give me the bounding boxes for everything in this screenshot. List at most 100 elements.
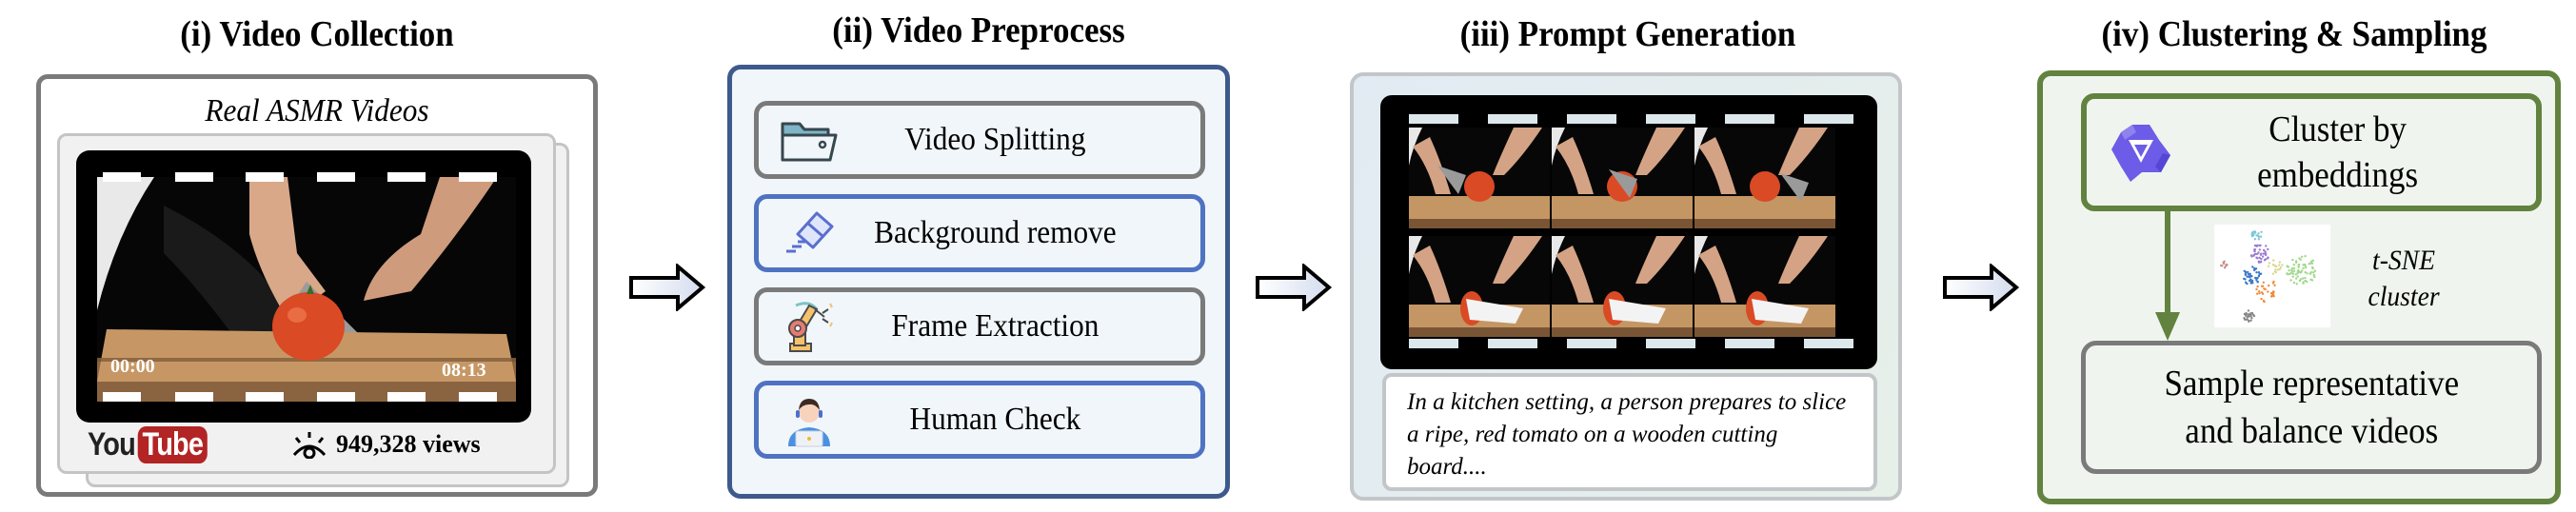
tsne-point	[2262, 299, 2266, 303]
step-video-splitting[interactable]: Video Splitting	[754, 101, 1205, 179]
tsne-point	[2220, 264, 2223, 267]
tsne-point	[2260, 257, 2263, 261]
tsne-point	[2291, 275, 2294, 278]
tsne-point	[2301, 269, 2304, 272]
tsne-point	[2311, 259, 2314, 262]
tsne-point	[2259, 235, 2263, 238]
tsne-point	[2246, 275, 2249, 278]
tsne-point	[2257, 238, 2261, 241]
cluster-label-line2: embeddings	[2257, 155, 2419, 195]
tsne-point	[2248, 279, 2251, 283]
sprocket	[1567, 114, 1616, 124]
sprocket	[1804, 114, 1853, 124]
tsne-point	[2302, 281, 2305, 284]
tsne-point	[2290, 268, 2293, 272]
tsne-point	[2289, 272, 2292, 275]
tsne-point	[2297, 263, 2301, 266]
sprocket	[175, 392, 213, 402]
tsne-point	[2267, 247, 2269, 251]
tsne-point	[2274, 268, 2277, 271]
tsne-point	[2268, 284, 2270, 287]
tsne-point	[2261, 255, 2265, 258]
tsne-point	[2251, 282, 2254, 285]
step-background-remove[interactable]: Background remove	[754, 194, 1205, 272]
tsne-point	[2272, 295, 2275, 298]
sample-videos-box[interactable]: Sample representative and balance videos	[2081, 341, 2542, 474]
tsne-point	[2298, 270, 2301, 273]
sprocket	[1646, 114, 1695, 124]
generated-caption: In a kitchen setting, a person prepares …	[1382, 373, 1877, 491]
tsne-point	[2244, 278, 2247, 281]
video-thumbnail[interactable]: 00:00 08:13	[76, 150, 531, 423]
tsne-point	[2256, 285, 2259, 288]
video-frame-thumbnail	[1694, 128, 1835, 228]
tsne-label-line2: cluster	[2368, 281, 2440, 312]
tsne-point	[2273, 270, 2277, 273]
tsne-point	[2271, 282, 2275, 285]
flow-arrow-icon	[629, 264, 706, 311]
stage-title-prompt: (iii) Prompt Generation	[1459, 14, 1796, 54]
tsne-point	[2281, 264, 2284, 266]
tsne-point	[2253, 267, 2257, 270]
tsne-point	[2278, 264, 2281, 266]
tsne-point	[2292, 269, 2296, 272]
tsne-point	[2306, 280, 2308, 284]
sprocket	[246, 172, 284, 182]
tsne-point	[2258, 290, 2261, 293]
tsne-point	[2249, 319, 2252, 322]
tsne-point	[2262, 248, 2266, 252]
stage-title-clustering: (iv) Clustering & Sampling	[2101, 14, 2487, 54]
flow-arrow-icon	[1943, 264, 2020, 311]
sprocket	[1567, 339, 1616, 348]
tsne-point	[2244, 270, 2248, 273]
tsne-point	[2294, 273, 2297, 276]
tsne-point	[2223, 266, 2227, 269]
tsne-point	[2262, 281, 2265, 284]
tsne-point	[2257, 274, 2261, 278]
tsne-point	[2260, 252, 2263, 255]
sprocket	[317, 172, 355, 182]
sprocket	[103, 392, 141, 402]
tsne-point	[2250, 231, 2254, 234]
stage-title-collection: (i) Video Collection	[180, 14, 454, 54]
tsne-point	[2297, 266, 2300, 268]
tsne-point	[2256, 257, 2259, 260]
step-human-check[interactable]: Human Check	[754, 381, 1205, 459]
tsne-point	[2305, 266, 2308, 269]
tsne-point	[2252, 233, 2255, 237]
tsne-point	[2289, 279, 2292, 282]
sprocket	[1409, 114, 1458, 124]
step-frame-extraction[interactable]: Frame Extraction	[754, 287, 1205, 365]
tsne-point	[2291, 258, 2294, 262]
sprocket	[246, 392, 284, 402]
tsne-point	[2272, 259, 2275, 262]
tsne-point	[2256, 244, 2259, 247]
tsne-point	[2304, 276, 2307, 280]
tsne-point	[2247, 272, 2249, 276]
tsne-point	[2252, 253, 2255, 257]
tsne-point	[2286, 272, 2289, 275]
tsne-point	[2300, 255, 2304, 258]
video-frame-thumbnail	[1552, 128, 1693, 228]
tsne-point	[2250, 279, 2254, 283]
tsne-point	[2267, 265, 2270, 267]
tsne-point	[2257, 235, 2261, 238]
tsne-point	[2264, 250, 2267, 253]
robot-arm-icon	[776, 298, 842, 355]
tsne-point	[2250, 317, 2253, 320]
view-count-text: 949,328 views	[336, 430, 481, 458]
sprocket	[1804, 339, 1853, 348]
tsne-point	[2249, 272, 2251, 275]
tsne-point	[2265, 258, 2268, 261]
tsne-point	[2302, 266, 2305, 269]
tsne-point	[2276, 268, 2280, 271]
tsne-point	[2258, 291, 2261, 295]
tsne-point	[2259, 272, 2263, 275]
tsne-label: t-SNE cluster	[2355, 243, 2451, 315]
tsne-point	[2296, 270, 2300, 273]
eraser-icon	[776, 205, 842, 262]
tsne-point	[2262, 252, 2266, 255]
cluster-by-embeddings-box[interactable]: Cluster by embeddings	[2081, 93, 2542, 211]
sprocket	[175, 172, 213, 182]
tsne-point	[2247, 314, 2249, 317]
